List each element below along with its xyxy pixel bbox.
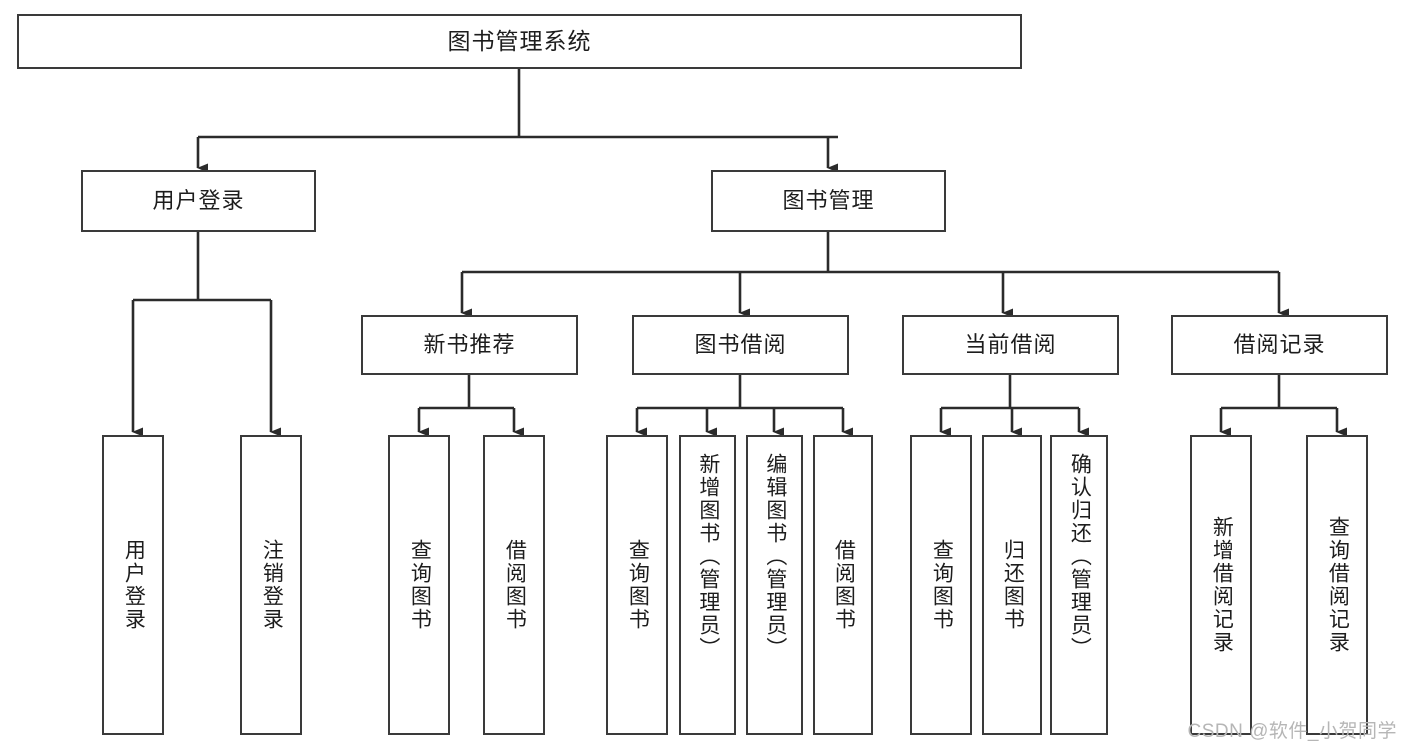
node-leaf-query-record[interactable]: 查询借阅记录	[1306, 435, 1368, 735]
node-new-book-rec[interactable]: 新书推荐	[361, 315, 578, 375]
node-leaf-borrow-book-2[interactable]: 借阅图书	[813, 435, 873, 735]
node-leaf-confirm-return-label: 确认归还（管理员）	[1068, 453, 1092, 660]
node-leaf-query-book-2-label: 查询图书	[626, 539, 650, 631]
node-leaf-add-book-label: 新增图书（管理员）	[696, 453, 720, 660]
node-leaf-query-book-3-label: 查询图书	[930, 539, 954, 631]
node-leaf-borrow-book-2-label: 借阅图书	[832, 539, 856, 631]
node-leaf-query-book-1-label: 查询图书	[408, 539, 432, 631]
node-leaf-borrow-book-1-label: 借阅图书	[503, 539, 527, 631]
node-leaf-user-login[interactable]: 用户登录	[102, 435, 164, 735]
node-user-login-label: 用户登录	[152, 188, 245, 214]
node-book-manage[interactable]: 图书管理	[711, 170, 946, 232]
node-leaf-return-book-label: 归还图书	[1001, 539, 1025, 631]
node-leaf-user-logout-label: 注销登录	[260, 539, 284, 631]
node-current-borrow[interactable]: 当前借阅	[902, 315, 1119, 375]
node-leaf-user-logout[interactable]: 注销登录	[240, 435, 302, 735]
node-book-manage-label: 图书管理	[782, 188, 875, 214]
node-borrow-record-label: 借阅记录	[1233, 332, 1326, 358]
node-leaf-edit-book[interactable]: 编辑图书（管理员）	[746, 435, 803, 735]
node-leaf-query-book-3[interactable]: 查询图书	[910, 435, 972, 735]
node-leaf-return-book[interactable]: 归还图书	[982, 435, 1042, 735]
node-leaf-query-book-1[interactable]: 查询图书	[388, 435, 450, 735]
node-book-borrow-label: 图书借阅	[694, 332, 787, 358]
node-leaf-add-record[interactable]: 新增借阅记录	[1190, 435, 1252, 735]
node-leaf-add-record-label: 新增借阅记录	[1210, 516, 1234, 654]
node-leaf-borrow-book-1[interactable]: 借阅图书	[483, 435, 545, 735]
node-leaf-edit-book-label: 编辑图书（管理员）	[763, 453, 787, 660]
node-new-book-rec-label: 新书推荐	[423, 332, 516, 358]
node-leaf-confirm-return[interactable]: 确认归还（管理员）	[1050, 435, 1108, 735]
node-book-borrow[interactable]: 图书借阅	[632, 315, 849, 375]
node-user-login[interactable]: 用户登录	[81, 170, 316, 232]
node-borrow-record[interactable]: 借阅记录	[1171, 315, 1388, 375]
node-leaf-add-book[interactable]: 新增图书（管理员）	[679, 435, 736, 735]
node-root-label: 图书管理系统	[447, 28, 592, 55]
node-leaf-user-login-label: 用户登录	[122, 539, 146, 631]
node-leaf-query-record-label: 查询借阅记录	[1326, 516, 1350, 654]
node-root[interactable]: 图书管理系统	[17, 14, 1022, 69]
node-current-borrow-label: 当前借阅	[964, 332, 1057, 358]
node-leaf-query-book-2[interactable]: 查询图书	[606, 435, 668, 735]
csdn-watermark: CSDN @软件_小贺同学	[1187, 721, 1397, 742]
